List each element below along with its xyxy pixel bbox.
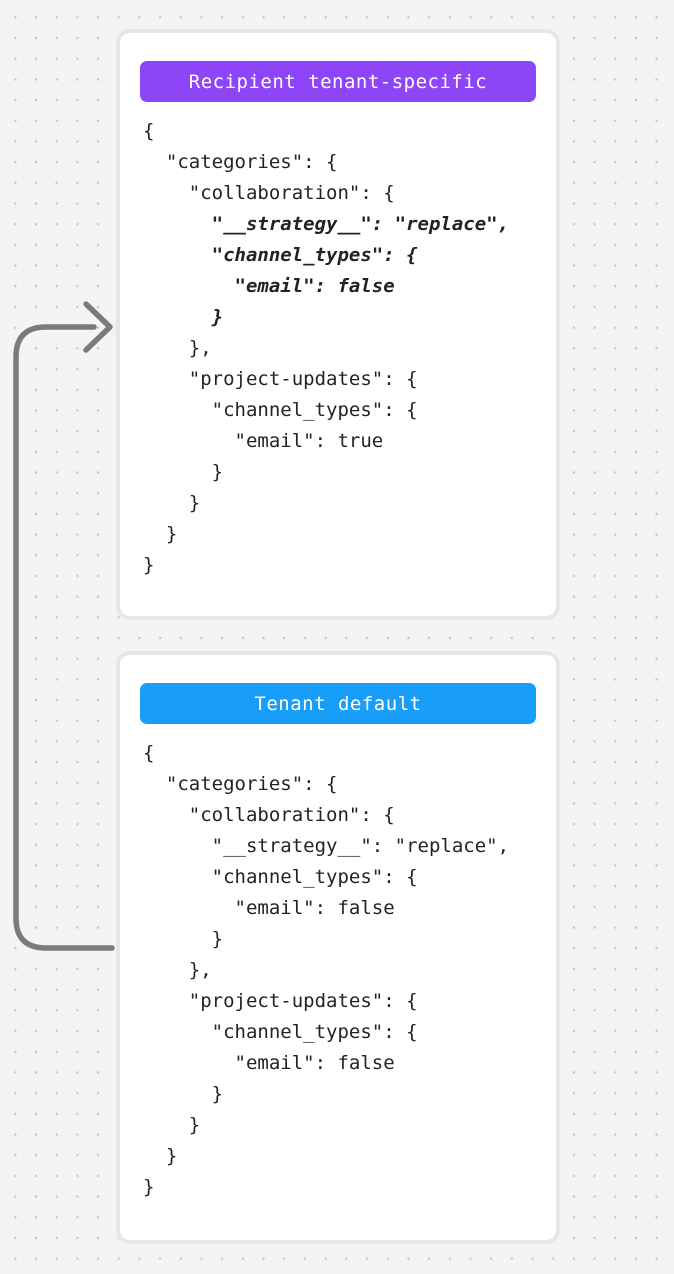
code-line: } [143,1145,178,1167]
code-line: } [143,492,201,514]
code-line: } [143,928,224,950]
code-line: "collaboration": { [143,804,395,826]
code-line: "project-updates": { [143,990,418,1012]
code-line: } [143,306,224,328]
code-line: "__strategy__": "replace", [143,213,510,235]
code-line: } [143,523,178,545]
code-line: } [143,1083,224,1105]
card-recipient-tenant-specific: Recipient tenant-specific { "categories"… [120,33,556,616]
json-code-recipient-tenant-specific: { "categories": { "collaboration": { "__… [120,114,556,581]
code-line: "__strategy__": "replace", [143,835,510,857]
merge-arrow-shaft [13,324,115,951]
badge-tenant-default: Tenant default [140,683,536,724]
code-line: "collaboration": { [143,182,395,204]
merge-arrow-head [83,301,113,353]
code-line: "categories": { [143,773,338,795]
code-line: }, [143,959,212,981]
code-line: "email": false [143,275,395,297]
code-line: }, [143,337,212,359]
code-line: "categories": { [143,151,338,173]
code-line: "email": false [143,897,395,919]
code-line: "channel_types": { [143,1021,418,1043]
code-line: { [143,120,155,142]
code-line: "channel_types": { [143,244,418,266]
code-line: { [143,742,155,764]
code-line: "email": true [143,430,384,452]
code-line: } [143,461,224,483]
code-line: } [143,1114,201,1136]
card-tenant-default: Tenant default { "categories": { "collab… [120,655,556,1240]
code-line: "channel_types": { [143,399,418,421]
json-code-tenant-default: { "categories": { "collaboration": { "__… [120,736,556,1203]
code-line: "project-updates": { [143,368,418,390]
code-line: } [143,554,155,576]
code-line: "channel_types": { [143,866,418,888]
code-line: } [143,1176,155,1198]
badge-recipient-tenant-specific: Recipient tenant-specific [140,61,536,102]
code-line: "email": false [143,1052,395,1074]
